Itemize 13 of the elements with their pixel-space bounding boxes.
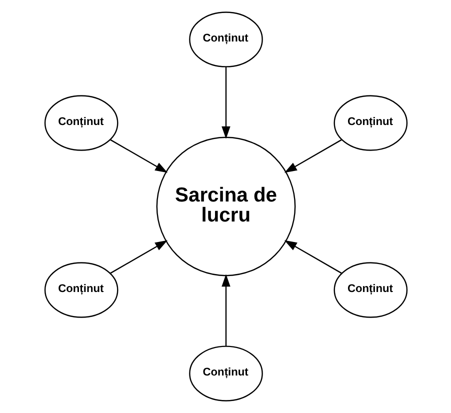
arrow [221, 274, 230, 346]
arrow [109, 139, 168, 173]
node-circle: Sarcina de lucru [156, 136, 296, 276]
node-ellipse: Conținut [333, 262, 408, 318]
node-ellipse: Conținut [188, 346, 262, 402]
arrow [109, 240, 168, 274]
arrow [284, 240, 342, 274]
node-ellipse: Conținut [44, 95, 118, 151]
node-ellipse: Conținut [44, 262, 118, 318]
arrow [284, 139, 342, 173]
node-ellipse: Conținut [188, 12, 262, 68]
node-ellipse: Conținut [333, 95, 408, 151]
arrow [221, 67, 230, 139]
